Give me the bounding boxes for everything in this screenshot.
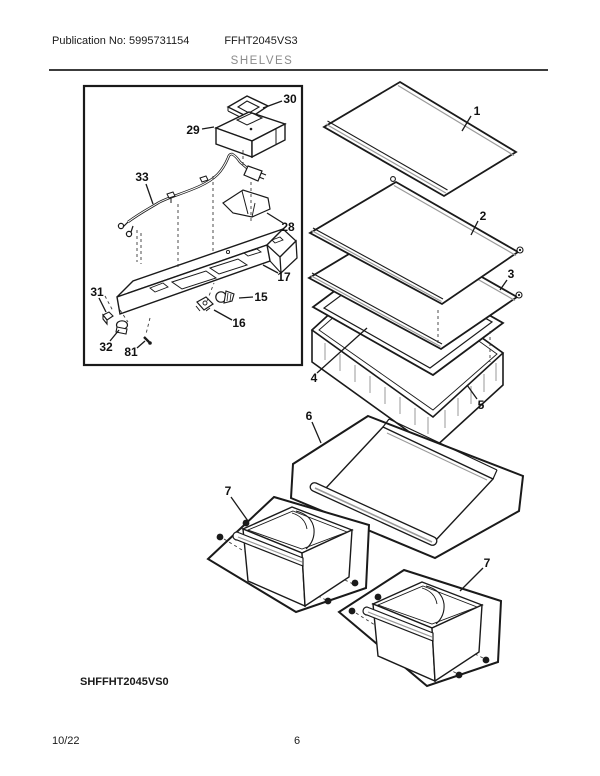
- footer-page-number: 6: [293, 735, 301, 747]
- drawer-7-right-drawing: [337, 568, 503, 688]
- leader-lines: [98, 100, 508, 592]
- part-label-32: 32: [99, 340, 113, 354]
- inset-box: [82, 84, 304, 367]
- socket-16-drawing: [195, 296, 214, 312]
- footer-date: 10/22: [52, 735, 80, 747]
- part-label-30: 30: [283, 92, 297, 106]
- shelf-1-drawing: [322, 80, 518, 198]
- bracket-28-drawing: [222, 189, 271, 218]
- part-label-2: 2: [479, 209, 487, 223]
- diagram-code: SHFFHT2045VS0: [80, 676, 169, 688]
- drawer-7-left-drawing: [206, 495, 371, 614]
- part-label-7a: 7: [224, 484, 232, 498]
- part-label-1: 1: [473, 104, 481, 118]
- part-label-6: 6: [305, 409, 313, 423]
- part-label-81: 81: [124, 345, 138, 359]
- part-label-29: 29: [186, 123, 200, 137]
- part-label-4: 4: [310, 371, 318, 385]
- part-label-33: 33: [135, 170, 149, 184]
- part-label-16: 16: [232, 316, 246, 330]
- part-label-31: 31: [90, 285, 104, 299]
- bulb-15-drawing: [215, 290, 235, 304]
- part-label-7b: 7: [483, 556, 491, 570]
- part-label-3: 3: [507, 267, 515, 281]
- part-label-17: 17: [277, 270, 291, 284]
- part-label-15: 15: [254, 290, 268, 304]
- housing-17-drawing: [116, 228, 298, 315]
- publication-number: Publication No: 5995731154: [52, 35, 190, 47]
- wire-33-drawing: [117, 152, 267, 238]
- part-31-drawing: [102, 311, 114, 326]
- part-label-5: 5: [477, 398, 485, 412]
- part-32-drawing: [115, 320, 129, 335]
- housing-29-drawing: [214, 111, 287, 159]
- assembly-dashes-inset: [104, 150, 252, 335]
- shelf-2-drawing: [308, 176, 524, 306]
- model-number: FFHT2045VS3: [224, 35, 298, 47]
- screw-81-drawing: [143, 336, 152, 345]
- header-divider: [49, 69, 548, 71]
- section-title: SHELVES: [230, 55, 294, 67]
- part-label-28: 28: [281, 220, 295, 234]
- shelf-6-drawing: [289, 414, 525, 560]
- assembly-dashes-main: [437, 310, 491, 362]
